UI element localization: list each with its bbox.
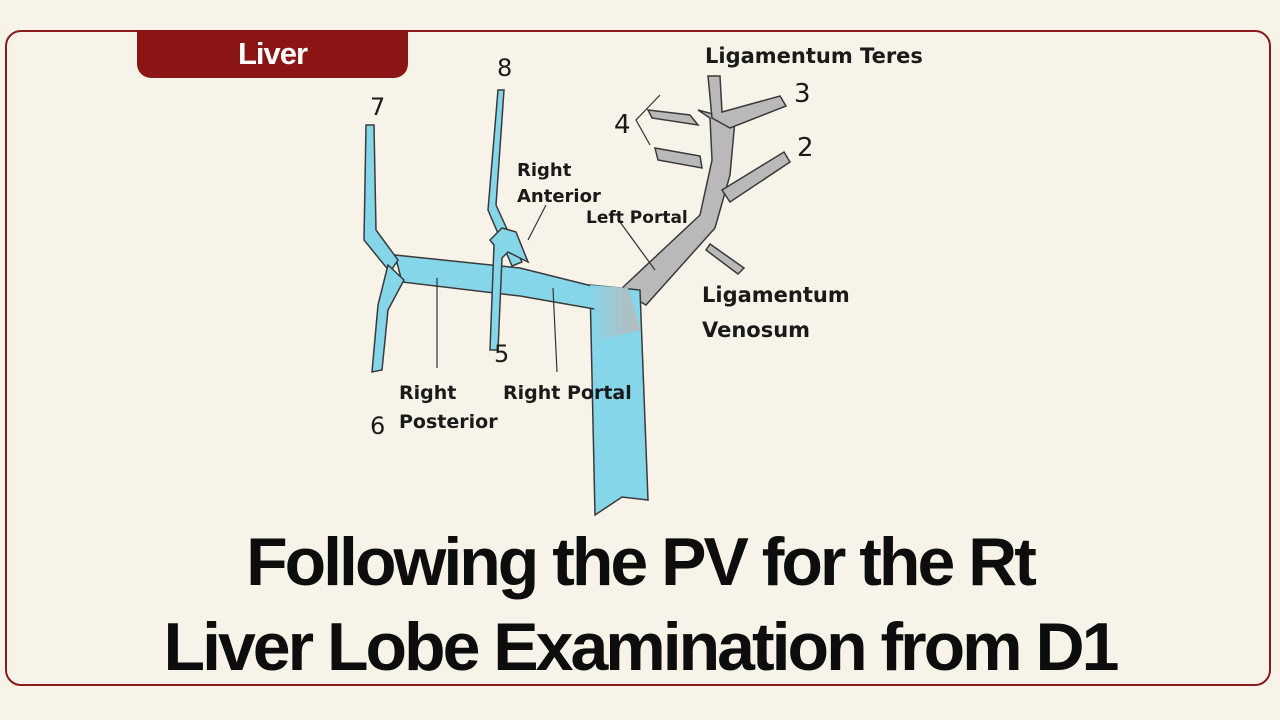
segment-5-label: 5 <box>494 340 509 368</box>
right-portal-branch <box>363 89 649 517</box>
ligamentum-teres-label: Ligamentum Teres <box>705 44 923 68</box>
slide-frame <box>5 30 1271 686</box>
right-portal-label: Right Portal <box>503 382 632 404</box>
segment-8-label: 8 <box>497 54 512 82</box>
leader-lines <box>436 94 661 373</box>
segment-3-label: 3 <box>794 79 811 109</box>
segment-4-label: 4 <box>614 110 631 140</box>
right-anterior-label-1: Right <box>517 160 572 181</box>
slide-title-line-2: Liver Lobe Examination from D1 <box>163 609 1120 685</box>
slide-title-line-1: Following the PV for the Rt <box>246 524 1037 600</box>
left-portal-label: Left Portal <box>586 208 688 228</box>
segment-6-label: 6 <box>370 412 385 440</box>
section-tab: Liver <box>137 30 408 78</box>
right-posterior-label-2: Posterior <box>399 411 498 433</box>
ligamentum-venosum-label-1: Ligamentum <box>702 283 850 307</box>
segment-2-label: 2 <box>797 133 814 163</box>
right-posterior-label-1: Right <box>399 382 456 404</box>
ligamentum-venosum-label-2: Venosum <box>702 318 810 342</box>
segment-7-label: 7 <box>370 93 385 121</box>
left-portal-branch <box>618 75 792 306</box>
right-anterior-label-2: Anterior <box>517 186 601 207</box>
